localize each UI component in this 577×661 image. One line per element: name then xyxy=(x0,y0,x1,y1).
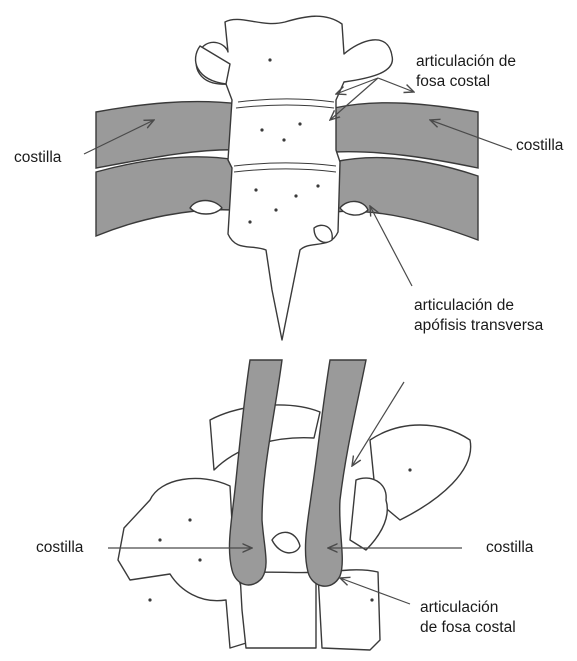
label-fosa-costal-bottom-line2: de fosa costal xyxy=(420,618,516,638)
label-fosa-costal-top-line1: articulación de xyxy=(416,52,516,72)
label-fosa-costal-bottom-line1: articulación xyxy=(420,598,516,618)
label-costilla-top-right: costilla xyxy=(516,136,563,156)
label-apofisis-line2: apófisis transversa xyxy=(414,316,543,336)
top-fosa-arrow-2 xyxy=(378,78,414,92)
top-right-lower-rib xyxy=(334,158,478,240)
label-fosa-costal-top-line2: fosa costal xyxy=(416,72,516,92)
top-left-lower-rib xyxy=(96,157,236,236)
bottom-right-rib xyxy=(305,360,366,586)
label-costilla-top-left: costilla xyxy=(14,148,61,168)
label-fosa-costal-top: articulación de fosa costal xyxy=(416,52,516,92)
label-costilla-bottom-left: costilla xyxy=(36,538,83,558)
bottom-view xyxy=(108,360,471,650)
bottom-mid-process xyxy=(272,532,300,553)
label-apofisis-line1: articulación de xyxy=(414,296,543,316)
label-costilla-bottom-right: costilla xyxy=(486,538,533,558)
bottom-right-transverse xyxy=(350,478,387,550)
bottom-left-rib xyxy=(229,360,282,585)
label-fosa-costal-bottom: articulación de fosa costal xyxy=(420,598,516,638)
label-apofisis-transversa: articulación de apófisis transversa xyxy=(414,296,543,336)
